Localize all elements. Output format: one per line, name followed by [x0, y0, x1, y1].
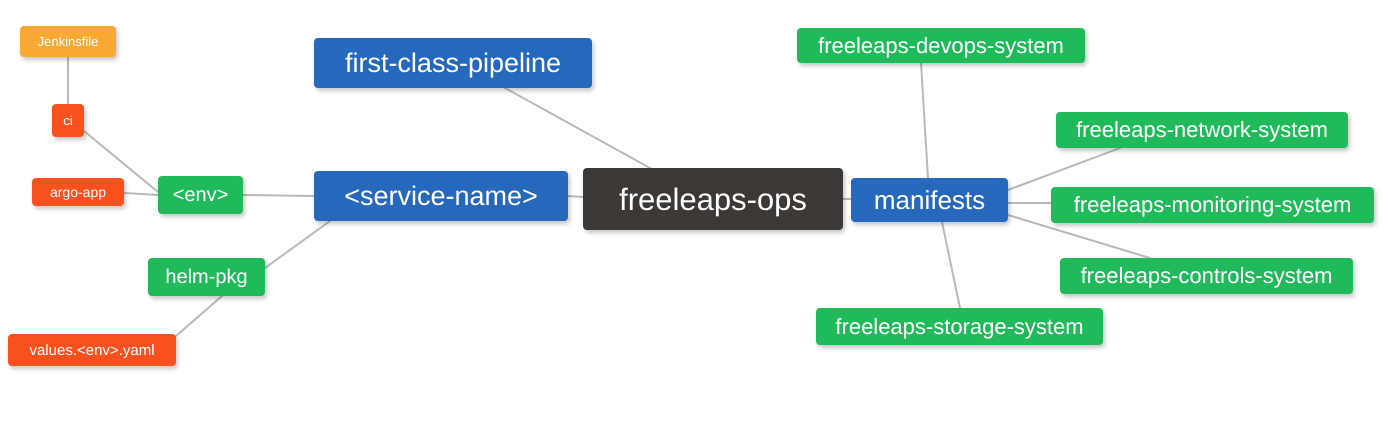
node-freeleaps-network-system[interactable]: freeleaps-network-system	[1056, 112, 1348, 148]
node-label-freeleaps-monitoring-system: freeleaps-monitoring-system	[1073, 192, 1352, 217]
edge-manifests-to-freeleaps-network-system	[1007, 147, 1121, 191]
node-first-class-pipeline[interactable]: first-class-pipeline	[314, 38, 592, 88]
node-label-freeleaps-ops: freeleaps-ops	[619, 181, 807, 217]
node-label-freeleaps-controls-system: freeleaps-controls-system	[1080, 263, 1333, 288]
edge-env-to-service-name	[242, 194, 315, 197]
node-service-name[interactable]: <service-name>	[314, 171, 568, 221]
edge-helm-pkg-to-service-name	[264, 220, 331, 269]
node-label-freeleaps-devops-system: freeleaps-devops-system	[818, 32, 1064, 58]
node-label-values-yaml: values.<env>.yaml	[29, 341, 155, 359]
edge-service-name-to-freeleaps-ops	[567, 195, 584, 198]
node-label-ci: ci	[63, 113, 73, 128]
node-values-yaml[interactable]: values.<env>.yaml	[8, 334, 176, 366]
edge-values-yaml-to-helm-pkg	[175, 295, 223, 337]
node-jenkinsfile[interactable]: Jenkinsfile	[20, 26, 116, 57]
node-label-jenkinsfile: Jenkinsfile	[37, 34, 99, 49]
node-freeleaps-controls-system[interactable]: freeleaps-controls-system	[1060, 258, 1353, 294]
node-ci[interactable]: ci	[52, 104, 84, 137]
node-freeleaps-devops-system[interactable]: freeleaps-devops-system	[797, 28, 1085, 63]
node-freeleaps-monitoring-system[interactable]: freeleaps-monitoring-system	[1051, 187, 1374, 223]
node-manifests[interactable]: manifests	[851, 178, 1008, 222]
edge-first-class-pipeline-to-freeleaps-ops	[504, 87, 651, 169]
edge-manifests-to-freeleaps-storage-system	[941, 221, 961, 309]
node-argo-app[interactable]: argo-app	[32, 178, 124, 206]
node-label-argo-app: argo-app	[49, 184, 107, 200]
edge-argo-app-to-env	[123, 192, 159, 196]
edge-manifests-to-freeleaps-devops-system	[920, 62, 929, 179]
node-label-first-class-pipeline: first-class-pipeline	[344, 47, 562, 78]
node-label-service-name: <service-name>	[344, 180, 538, 211]
node-env[interactable]: <env>	[158, 176, 243, 214]
node-helm-pkg[interactable]: helm-pkg	[148, 258, 265, 296]
node-label-freeleaps-storage-system: freeleaps-storage-system	[835, 313, 1084, 339]
node-label-freeleaps-network-system: freeleaps-network-system	[1076, 117, 1328, 142]
node-label-env: <env>	[172, 184, 229, 206]
node-label-helm-pkg: helm-pkg	[165, 266, 248, 288]
node-label-manifests: manifests	[873, 185, 986, 215]
node-freeleaps-storage-system[interactable]: freeleaps-storage-system	[816, 308, 1103, 345]
node-freeleaps-ops[interactable]: freeleaps-ops	[583, 168, 843, 230]
